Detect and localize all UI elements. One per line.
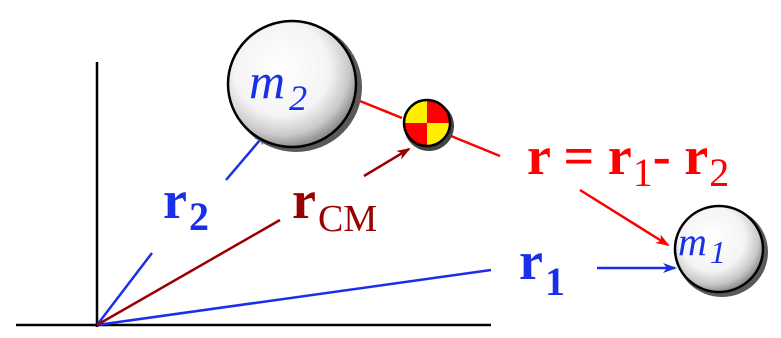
relative-vector-lhs: r = bbox=[527, 126, 608, 186]
relative-vector-r1-base: r bbox=[608, 126, 632, 186]
m1-label: m1 bbox=[678, 219, 726, 270]
relative-vector-equation: r = r1- r2 bbox=[527, 126, 729, 195]
center-of-mass-marker-icon bbox=[402, 98, 454, 151]
r2-subscript: 2 bbox=[189, 194, 209, 239]
r2-base: r bbox=[163, 170, 187, 230]
rcm-base: r bbox=[292, 170, 316, 230]
m1-subscript: 1 bbox=[710, 234, 726, 270]
r2-vector-line bbox=[96, 252, 153, 326]
m2-base: m bbox=[249, 53, 285, 109]
rcm-subscript: CM bbox=[318, 198, 377, 240]
r1-base: r bbox=[519, 231, 543, 291]
cm-to-label-line bbox=[450, 134, 501, 158]
relative-vector-r1-sub: 1 bbox=[633, 150, 653, 195]
m1-base: m bbox=[678, 219, 707, 264]
relative-vector-r2-sub: 2 bbox=[709, 150, 729, 195]
relative-vector-minus: - bbox=[653, 126, 684, 186]
rcm-label: rCM bbox=[292, 170, 377, 240]
sphere-icon bbox=[673, 204, 768, 297]
r1-label: r1 bbox=[519, 231, 565, 304]
rcm-arrow bbox=[363, 147, 411, 178]
m2-subscript: 2 bbox=[289, 78, 307, 118]
rcm-vector-line bbox=[96, 218, 281, 327]
r1-subscript: 1 bbox=[545, 259, 565, 304]
r2-label: r2 bbox=[163, 170, 209, 239]
r1-vector-line bbox=[96, 268, 492, 327]
relative-vector-arrow bbox=[579, 188, 670, 247]
sphere-icon bbox=[226, 19, 362, 152]
relative-vector-r2-base: r bbox=[684, 126, 708, 186]
